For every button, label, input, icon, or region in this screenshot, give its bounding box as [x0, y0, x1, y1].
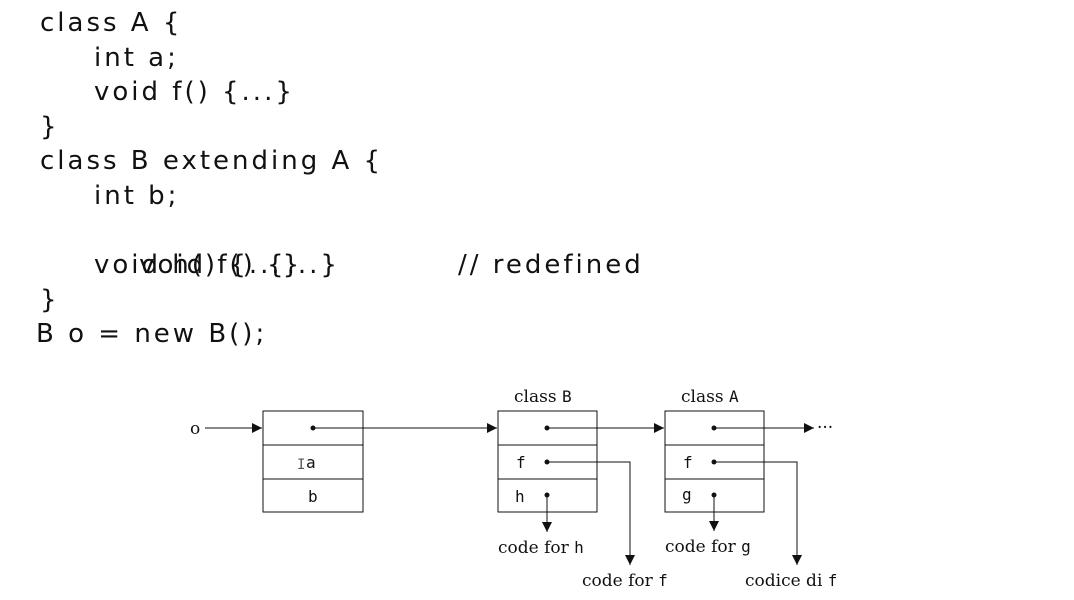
field-b-label: b: [308, 487, 318, 506]
field-a-label: a: [306, 453, 316, 472]
code-comment: // redefined: [458, 250, 644, 281]
code-for-f-label: code for f: [582, 571, 668, 591]
code-line: }: [40, 111, 60, 142]
code-line: B o = new B();: [36, 319, 268, 350]
code-line: class B extending A {: [40, 146, 384, 177]
class-b-title: class B: [514, 387, 572, 407]
code-line: class A {: [40, 8, 183, 38]
code-text: void f() {...}: [139, 250, 340, 281]
code-for-g-label: code for g: [665, 537, 751, 557]
object-record: a I b: [262, 410, 364, 513]
code-line: int b;: [94, 180, 180, 211]
method-g-label: g: [682, 485, 692, 504]
code-listing: class A { int a; void f() {...} } class …: [36, 6, 641, 352]
code-line: int a;: [94, 42, 179, 73]
class-a-title: class A: [681, 387, 739, 407]
code-line: void h() {...}: [94, 250, 303, 281]
code-line: }: [40, 284, 60, 315]
object-pointer-label: o: [190, 419, 200, 439]
code-for-h-label: code for h: [498, 538, 584, 558]
method-h-label: h: [515, 487, 525, 506]
method-f-label: f: [683, 453, 693, 472]
text-cursor-icon: I: [297, 457, 305, 473]
code-line-with-comment: void f() {...} // redefined: [40, 214, 641, 280]
code-line: void f() {...}: [94, 77, 295, 108]
method-f-label: f: [516, 453, 526, 472]
codice-di-f-label: codice di f: [745, 571, 837, 591]
code-for-f-arrow: [547, 461, 635, 565]
codice-di-f-arrow: [714, 461, 802, 565]
continuation-dots: ···: [817, 418, 833, 438]
